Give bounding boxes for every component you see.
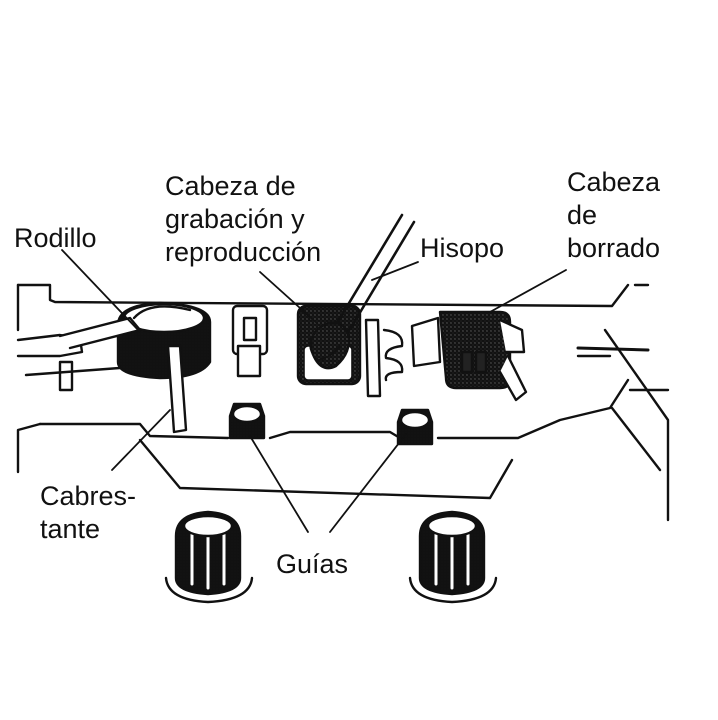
label-cabrestante: Cabres- tante <box>40 480 136 546</box>
label-cabeza-borrado: Cabeza de borrado <box>567 166 660 265</box>
label-cabeza-grabacion-line3: reproducción <box>165 236 321 269</box>
label-cabrestante-line2: tante <box>40 513 136 546</box>
leader-hisopo <box>372 262 418 280</box>
tape-guide-block <box>233 306 267 376</box>
leader-guias-left <box>250 436 308 532</box>
label-cabeza-borrado-line3: borrado <box>567 232 660 265</box>
guide-part-left <box>166 512 252 602</box>
label-rodillo: Rodillo <box>14 222 97 255</box>
label-guias: Guías <box>276 548 348 581</box>
label-cabeza-borrado-line1: Cabeza <box>567 166 660 199</box>
tape-guide-left <box>230 404 264 438</box>
label-hisopo: Hisopo <box>420 232 504 265</box>
label-cabeza-grabacion-line1: Cabeza de <box>165 170 321 203</box>
leader-lines <box>62 250 566 532</box>
label-cabeza-grabacion: Cabeza de grabación y reproducción <box>165 170 321 269</box>
leader-cabrestante <box>112 410 170 470</box>
erase-head <box>412 312 526 400</box>
cotton-swab <box>310 215 414 368</box>
label-cabeza-grabacion-line2: grabación y <box>165 203 321 236</box>
label-cabrestante-line1: Cabres- <box>40 480 136 513</box>
leader-rodillo <box>62 250 140 332</box>
guide-part-right <box>410 512 496 602</box>
label-cabeza-borrado-line2: de <box>567 199 660 232</box>
leader-guias-right <box>330 434 406 532</box>
leader-cabeza-grabacion <box>260 272 320 326</box>
pinch-roller <box>60 303 210 378</box>
head-spring <box>366 320 402 396</box>
